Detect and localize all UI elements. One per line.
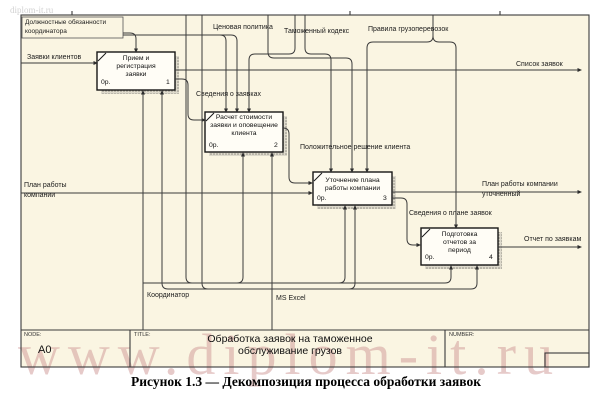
activity-3-number: 3 [383,195,387,202]
arrow-customs-code-box2 [247,15,296,113]
activity-4-cost: 0р. [425,254,435,261]
label-cargo-rules: Правила грузоперевозок [368,26,449,33]
watermark-small: diplom-it.ru [10,5,54,15]
arrow-cargo-rules-box4 [432,35,458,229]
figure-caption: Рисунок 1.3 — Декомпозиция процесса обра… [130,374,481,389]
arrow-msexcel-box1 [160,90,208,290]
arrow-coordinator-box2 [236,152,245,284]
activity-box-1 [96,51,176,91]
activity-box-2 [204,111,284,153]
line-coordinator-drop [185,15,193,284]
arrow-coordinator-box3 [338,205,347,284]
label-client-requests: Заявки клиентов [27,54,82,61]
diagram-title: Обработка заявок на таможенное обслужива… [207,333,373,357]
label-requests-list: Список заявок [516,61,563,68]
label-positive-decision: Положительное решение клиента [300,144,411,151]
title-label: TITLE: [134,332,151,338]
label-company-plan: План работы компании [24,182,67,199]
label-duty: Должностные обязанности координатора [25,19,107,35]
activity-2-number: 2 [274,142,278,149]
arrow-plan-info-box4 [392,197,421,247]
arrow-pricing-policy-box2 [220,34,239,113]
arrow-control-box3-b [267,15,354,173]
arrow-msexcel-box3 [348,205,357,290]
number-label: NUMBER: [449,332,475,338]
label-company-plan-updated: План работы компании уточненный [482,181,558,198]
label-plan-info: Сведения о плане заявок [409,210,492,217]
arrow-request-info-box2 [175,78,206,122]
label-pricing-policy: Ценовая политика [213,24,273,31]
node-label: NODE: [24,332,42,338]
corner-fold-marks [97,52,431,238]
activity-2-cost: 0р. [209,142,219,149]
activity-1-number: 1 [166,79,170,86]
activity-4-number: 4 [489,254,493,261]
label-ms-excel: MS Excel [276,295,306,302]
label-request-info: Сведения о заявках [196,91,261,98]
arrow-coordinator-box4 [192,265,453,284]
activity-1-cost: 0р. [101,79,111,86]
activity-4-name: Подготовка отчетов за период [441,231,478,254]
watermark-large: www.diplom-it.ru [18,322,562,387]
arrow-msexcel-box4 [208,265,479,290]
label-requests-report: Отчет по заявкам [524,236,582,243]
label-customs-code: Таможенный кодекс [284,28,350,35]
activity-2-name: Расчет стоимости заявки и оповещение кли… [210,114,278,137]
arrow-positive-decision-box3 [282,127,313,185]
label-coordinator: Координатор [147,292,190,299]
duty-label-box [21,16,124,39]
arrow-cargo-rules-box3 [365,15,434,173]
activity-1-name: Прием и регистрация заявки [116,55,156,78]
activity-3-cost: 0р. [317,195,327,202]
node-value: A0 [38,344,52,356]
activity-3-name: Уточнение плана работы компании [324,177,381,192]
